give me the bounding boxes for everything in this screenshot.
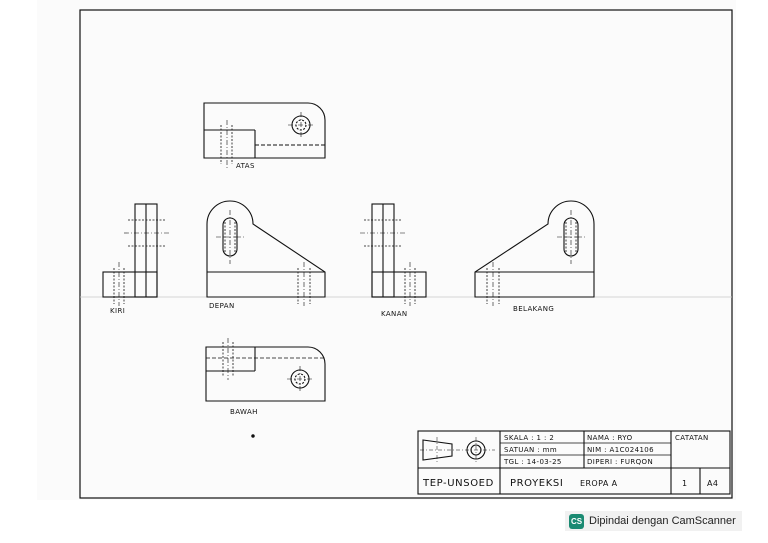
ink-dot (251, 434, 255, 438)
institution-field: TEP-UNSOED (422, 478, 494, 489)
sheet-number-field: 1 (682, 479, 688, 488)
label-top-view: ATAS (236, 162, 255, 170)
scanned-sheet (37, 0, 736, 500)
right-view (360, 203, 427, 306)
label-back-view: BELAKANG (513, 305, 554, 313)
camscanner-watermark: CS Dipindai dengan CamScanner (565, 511, 742, 531)
notes-field: CATATAN (675, 434, 709, 442)
projection-field: PROYEKSI (510, 478, 563, 489)
watermark-text: Dipindai dengan CamScanner (589, 515, 736, 527)
unit-field: SATUAN : mm (504, 446, 557, 454)
title-block (417, 430, 731, 495)
date-field: TGL : 14-03-25 (503, 458, 562, 466)
drawing-border (79, 9, 733, 499)
front-view (206, 200, 326, 306)
projection-type-field: EROPA A (580, 479, 618, 488)
top-view (203, 102, 326, 168)
checked-by-field: DIPERI : FURQON (587, 458, 653, 466)
label-right-view: KANAN (381, 310, 408, 318)
paper-size-field: A4 (707, 479, 718, 488)
camscanner-logo: CS (569, 513, 584, 529)
scale-field: SKALA : 1 : 2 (504, 434, 554, 442)
back-view (474, 200, 595, 306)
label-front-view: DEPAN (209, 302, 235, 310)
bottom-view (205, 338, 326, 402)
left-view (102, 203, 170, 306)
nim-field: NIM : A1C024106 (587, 446, 654, 454)
name-field: NAMA : RYO (587, 434, 633, 442)
label-bottom-view: BAWAH (230, 408, 258, 416)
label-left-view: KIRI (110, 307, 125, 315)
